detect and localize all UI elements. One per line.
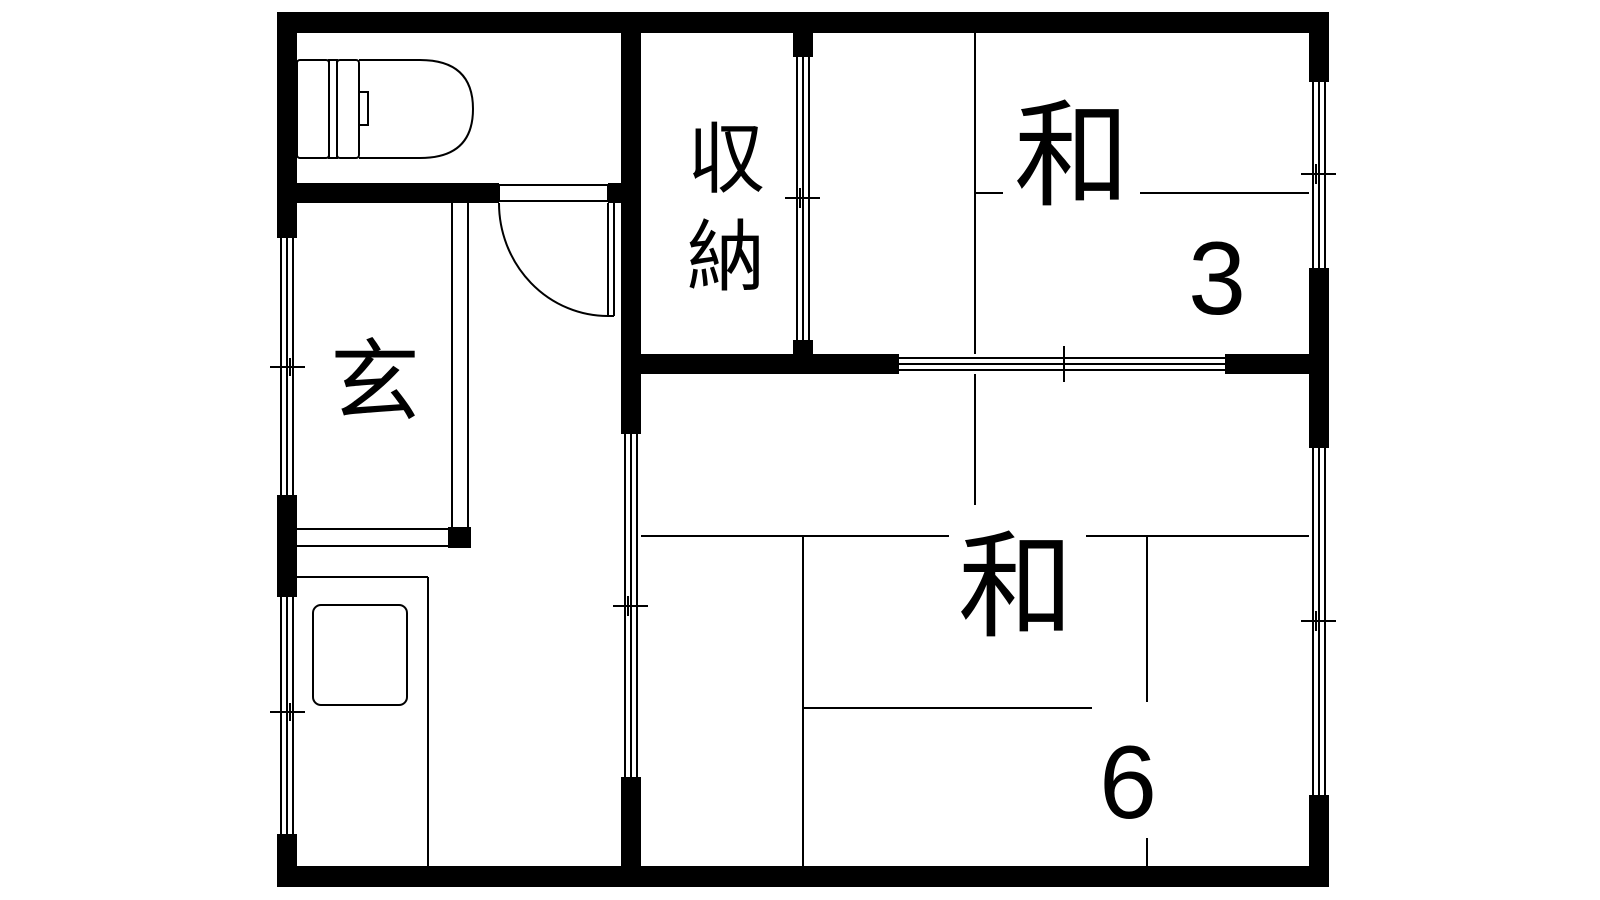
- wall-center-upper: [621, 12, 641, 434]
- wall-left-mid: [277, 495, 297, 597]
- wall-rooms-divider-right: [1225, 354, 1329, 374]
- pillar-entrance: [448, 527, 471, 548]
- entrance-label: 玄: [330, 330, 420, 435]
- room-small-kind-label: 和: [1014, 89, 1130, 224]
- wall-right-lower: [1309, 795, 1329, 887]
- storage-label-top: 収: [687, 115, 765, 205]
- wall-right-upper: [1309, 12, 1329, 82]
- wall-left-upper: [277, 12, 297, 238]
- swing-door: [498, 184, 615, 317]
- walls: [277, 12, 1329, 887]
- wall-left-lower: [277, 834, 297, 887]
- storage-label-bottom: 納: [687, 213, 765, 303]
- wall-bottom: [277, 866, 1329, 887]
- wall-toilet-bottom-stub: [608, 183, 621, 203]
- interior-lines: [297, 33, 1309, 866]
- room-small-size-label: 3: [1188, 221, 1246, 337]
- room-large-size-label: 6: [1099, 725, 1157, 841]
- toilet-icon: [296, 59, 475, 159]
- room-large-kind-label: 和: [958, 520, 1074, 655]
- sink-icon: [312, 604, 408, 706]
- windows: [270, 57, 1336, 834]
- wall-center-lower: [621, 777, 641, 887]
- wall-storage-right-top: [793, 12, 813, 57]
- wall-toilet-bottom: [277, 183, 499, 203]
- wall-rooms-divider-left: [621, 354, 899, 374]
